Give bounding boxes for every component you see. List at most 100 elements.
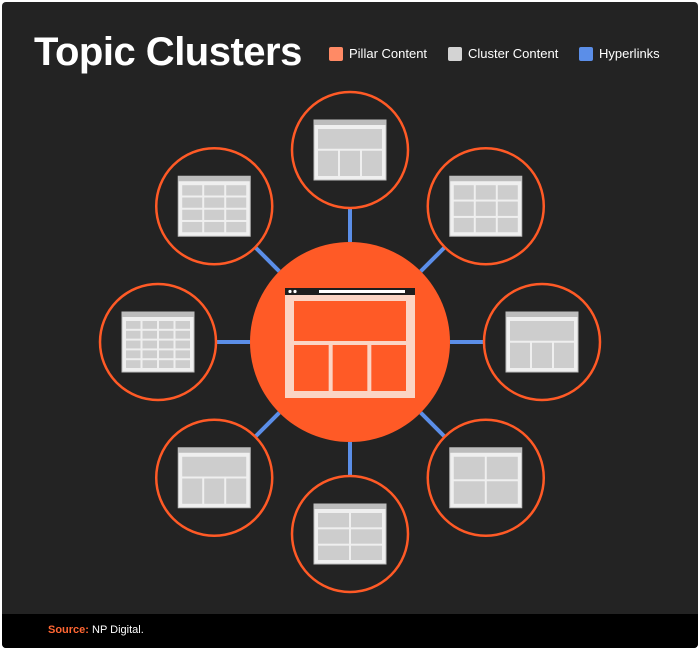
legend-item-pillar: Pillar Content (329, 46, 427, 61)
cluster-page-bar (449, 176, 522, 182)
source-label: Source: (48, 624, 89, 636)
cluster-block (318, 129, 382, 149)
cluster-block (159, 330, 174, 339)
cluster-right-node (482, 282, 602, 402)
pillar-url-bar (319, 290, 405, 293)
cluster-block (532, 342, 552, 368)
legend-item-hyperlinks: Hyperlinks (579, 46, 660, 61)
cluster-block (486, 456, 518, 480)
cluster-block (175, 350, 190, 359)
cluster-bottom-right-node (426, 418, 546, 538)
cluster-block (182, 209, 203, 220)
cluster-block (486, 481, 518, 504)
cluster-block (475, 217, 496, 233)
cluster-block (204, 221, 225, 233)
cluster-block (175, 321, 190, 329)
pillar-block (332, 345, 368, 391)
cluster-block (318, 150, 338, 176)
pillar-block (371, 345, 406, 391)
cluster-top-node (290, 90, 410, 210)
pillar-block (294, 345, 329, 391)
cluster-page-bar (314, 120, 386, 125)
pillar-hero-block (294, 301, 406, 341)
legend-item-cluster: Cluster Content (448, 46, 558, 61)
cluster-block (126, 321, 141, 329)
cluster-block (475, 185, 496, 200)
cluster-block (226, 185, 247, 196)
pillar-content-node (250, 242, 450, 442)
hyperlink-connector (253, 245, 281, 273)
cluster-block (226, 221, 247, 233)
hyperlink-connector (419, 245, 447, 273)
cluster-block (226, 209, 247, 220)
cluster-top-left-node (154, 146, 274, 266)
cluster-ring (426, 418, 546, 538)
pillar-dot (293, 289, 297, 294)
cluster-block (182, 456, 247, 477)
cluster-swatch (448, 46, 462, 61)
legend-label: Pillar Content (349, 46, 428, 61)
pillar-swatch (329, 46, 343, 61)
page-title: Topic Clusters (34, 30, 302, 74)
cluster-block (159, 340, 174, 349)
source-value: NP Digital. (88, 624, 144, 636)
cluster-block (159, 321, 174, 329)
cluster-block (142, 321, 157, 329)
cluster-ring (98, 282, 218, 402)
cluster-block (126, 330, 141, 339)
cluster-block (175, 360, 190, 368)
cluster-block (159, 350, 174, 359)
cluster-block (453, 481, 485, 504)
cluster-page-bar (122, 312, 194, 317)
cluster-block (497, 201, 518, 216)
cluster-ring (426, 146, 546, 266)
cluster-block (351, 529, 382, 544)
cluster-block (182, 185, 203, 196)
cluster-block (182, 221, 203, 233)
cluster-block (204, 209, 225, 220)
cluster-block (453, 456, 485, 480)
cluster-block (453, 217, 474, 233)
cluster-block (497, 217, 518, 233)
cluster-block (475, 201, 496, 216)
cluster-block (318, 513, 349, 528)
cluster-block (351, 545, 382, 560)
cluster-page-bar (178, 176, 251, 182)
cluster-block (226, 197, 247, 208)
topic-cluster-diagram (98, 90, 602, 594)
cluster-block (159, 360, 174, 368)
cluster-block (126, 350, 141, 359)
cluster-block (340, 150, 360, 176)
cluster-block (142, 350, 157, 359)
cluster-ring (482, 282, 602, 402)
cluster-block (204, 185, 225, 196)
cluster-block (510, 342, 530, 368)
cluster-block (318, 545, 349, 560)
cluster-bottom-left-node (154, 418, 274, 538)
cluster-ring (290, 474, 410, 594)
cluster-page-bar (449, 447, 522, 453)
cluster-block (182, 197, 203, 208)
hyperlink-connector (253, 411, 281, 439)
cluster-block (351, 513, 382, 528)
cluster-block (510, 321, 574, 341)
cluster-block (554, 342, 574, 368)
cluster-block (453, 185, 474, 200)
hyperlink-connector (419, 411, 447, 439)
cluster-block (142, 360, 157, 368)
cluster-page-bar (314, 504, 386, 509)
cluster-block (142, 340, 157, 349)
pillar-dot (288, 289, 292, 294)
hyperlinks-swatch (579, 46, 593, 61)
cluster-ring (154, 146, 274, 266)
cluster-left-node (98, 282, 218, 402)
cluster-block (362, 150, 382, 176)
cluster-block (453, 201, 474, 216)
cluster-block (226, 478, 247, 504)
source-text: Source: NP Digital. (48, 624, 144, 636)
cluster-bottom-node (290, 474, 410, 594)
cluster-block (318, 529, 349, 544)
cluster-block (142, 330, 157, 339)
cluster-top-right-node (426, 146, 546, 266)
